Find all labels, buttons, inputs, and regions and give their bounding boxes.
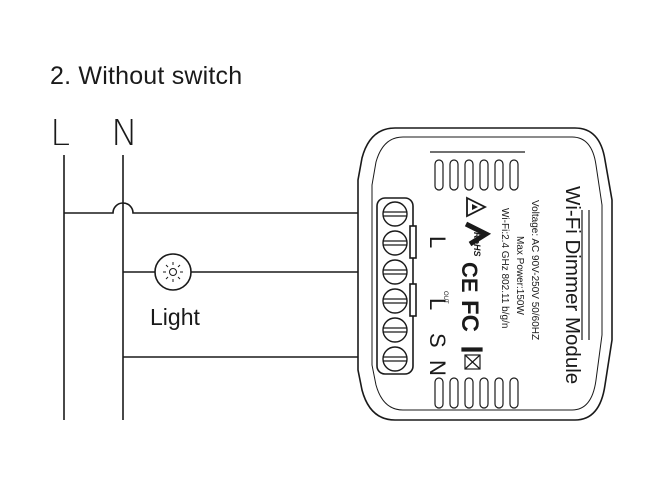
check-mark-icon (464, 221, 492, 247)
voltage-text: Voltage: AC 90V-250V 50/60HZ (529, 200, 540, 340)
neutral-line-label: N (111, 113, 138, 154)
warning-triangle-icon (466, 196, 488, 218)
sun-icon (163, 262, 183, 282)
live-to-module-wire (64, 202, 358, 214)
bottom-vents (434, 377, 519, 409)
diagram-title: 2. Without switch (50, 62, 243, 90)
terminal-label-s: S (425, 333, 450, 348)
rohs-mark: RoHS (472, 232, 482, 257)
live-line-label: L (50, 113, 71, 154)
side-rails (581, 210, 590, 340)
wifi-group: Wi-Fi:2.4 GHz 802.11 b/g/n (499, 208, 510, 328)
module-name: Wi-Fi Dimmer Module (561, 186, 584, 384)
terminal-label-l-out: L (425, 298, 450, 310)
terminal-block (376, 197, 417, 375)
certification-marks: RoHS CE FC (456, 196, 492, 370)
terminal-label-l-in: L (425, 236, 450, 248)
voltage-group: Voltage: AC 90V-250V 50/60HZ (529, 200, 540, 340)
terminal-label-n: N (425, 360, 450, 376)
light-label: Light (150, 304, 200, 330)
terminal-out-mark: OUT (442, 291, 448, 304)
terminal-labels: L L OUT S N (425, 236, 450, 376)
ce-mark: CE (457, 262, 482, 293)
dimmer-module (357, 127, 613, 421)
max-power-text: Max Power:150W (514, 236, 525, 315)
light-bulb-icon (154, 253, 192, 291)
fc-mark: FC (456, 300, 483, 332)
max-power-group: Max Power:150W (514, 236, 525, 315)
wifi-text: Wi-Fi:2.4 GHz 802.11 b/g/n (499, 208, 510, 328)
weee-bin-icon (461, 347, 483, 370)
module-name-group: Wi-Fi Dimmer Module (561, 186, 584, 384)
top-vents (430, 151, 525, 191)
